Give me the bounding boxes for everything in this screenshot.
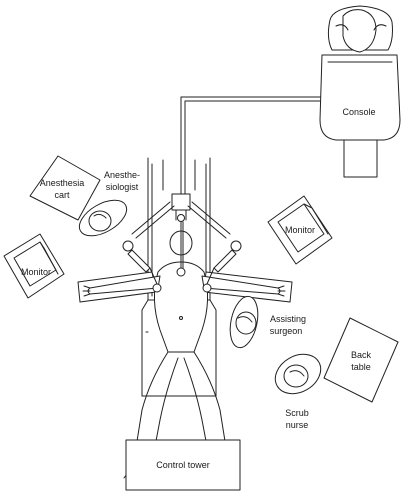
monitor-left: Monitor <box>3 233 65 299</box>
control-tower: Control tower <box>125 439 241 491</box>
scrub-nurse-label-line1: Scrub <box>285 408 309 418</box>
anesthesia-cart-label-line2: cart <box>54 190 70 200</box>
back-table-label-line2: table <box>351 362 371 372</box>
surgeon-console: Console <box>319 54 401 178</box>
scrub-nurse-label-line2: nurse <box>286 420 309 430</box>
monitor-left-label: Monitor <box>21 267 51 277</box>
anesthesia-cart-label-line1: Anesthesia <box>40 178 85 188</box>
assisting-surgeon-label-line2: surgeon <box>270 326 303 336</box>
monitor-right: Monitor <box>267 195 333 265</box>
anesthesiologist-label-line2: siologist <box>106 182 139 192</box>
back-table-label-line1: Back <box>351 350 372 360</box>
patient-side-cart <box>122 193 242 293</box>
console-surgeon <box>327 5 393 53</box>
anesthesiologist: Anesthe- siologist <box>78 170 140 237</box>
console-cable <box>180 96 323 203</box>
assisting-surgeon: Assisting surgeon <box>229 295 306 349</box>
control-tower-label: Control tower <box>156 460 210 470</box>
assisting-surgeon-label-line1: Assisting <box>270 314 306 324</box>
back-table: Back table <box>323 317 399 403</box>
console-label: Console <box>342 107 375 117</box>
monitor-right-label: Monitor <box>285 225 315 235</box>
anesthesia-cart: Anesthesia cart <box>29 155 101 221</box>
scrub-nurse: Scrub nurse <box>274 353 322 430</box>
anesthesiologist-label-line1: Anesthe- <box>104 170 140 180</box>
